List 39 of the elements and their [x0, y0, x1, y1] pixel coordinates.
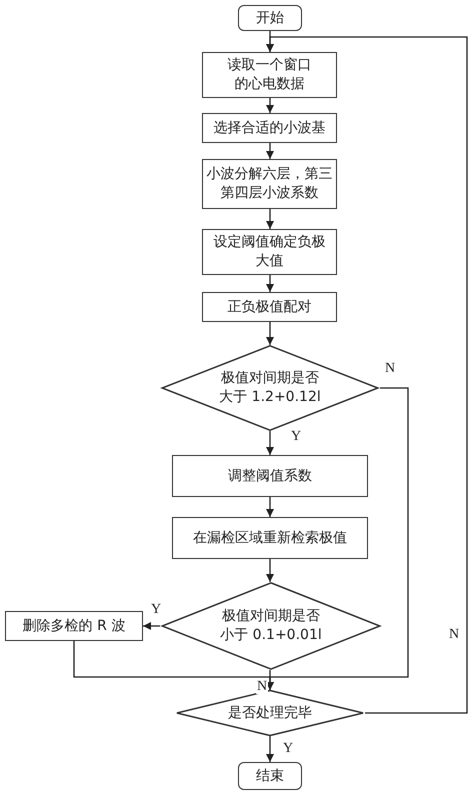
- node-text: 调整阈值系数: [227, 466, 313, 486]
- process-box: [202, 292, 337, 322]
- arrow: [266, 431, 274, 455]
- decision-diamond: [175, 690, 365, 736]
- node-text: 在漏检区域重新检索极值: [192, 528, 348, 548]
- node-text: 是否处理完毕: [227, 704, 313, 722]
- node-text: 删除多检的 R 波: [22, 616, 126, 636]
- arrow: [266, 275, 274, 292]
- decision-diamond: [160, 582, 382, 670]
- arrow: [143, 622, 160, 630]
- node-text: 结束: [255, 766, 285, 786]
- node-text: 开始: [255, 8, 285, 28]
- terminal-box: [238, 762, 302, 790]
- arrow: [266, 36, 468, 714]
- node-text: 小波分解六层，第三第四层小波系数: [206, 165, 334, 203]
- process-box: [172, 455, 368, 497]
- node-text: 设定阈值确定负极大值: [212, 233, 326, 271]
- arrow: [266, 98, 274, 113]
- process-box: [202, 229, 337, 275]
- process-box: [202, 159, 337, 209]
- node-text: 正负极值配对: [226, 298, 312, 316]
- arrow: [266, 143, 274, 159]
- process-box: [202, 52, 337, 98]
- arrow: [266, 387, 409, 690]
- node-text: 极值对间期是否小于 0.1+0.01l: [219, 607, 323, 645]
- arrow: [266, 322, 274, 345]
- terminal-box: [238, 5, 302, 31]
- decision-diamond: [160, 345, 380, 431]
- process-box: [5, 611, 143, 641]
- arrow: [266, 497, 274, 517]
- arrow: [266, 736, 274, 762]
- node-text: 选择合适的小波基: [212, 118, 326, 138]
- node-text: 极值对间期是否大于 1.2+0.12l: [218, 369, 322, 407]
- process-box: [202, 113, 337, 143]
- edge-label: N: [256, 680, 268, 694]
- process-box: [172, 517, 368, 559]
- node-text: 读取一个窗口的心电数据: [226, 56, 312, 94]
- arrow: [266, 209, 274, 229]
- arrow: [266, 559, 274, 582]
